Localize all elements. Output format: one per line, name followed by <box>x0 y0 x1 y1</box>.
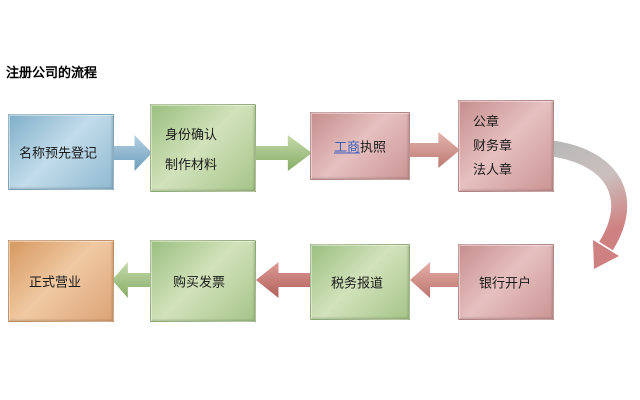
node-label-line2: 财务章 <box>473 139 513 154</box>
arrow-right-salmon <box>408 132 460 168</box>
node-tax-registration: 税务报道 <box>310 244 410 320</box>
gongshang-link[interactable]: 工商 <box>333 140 360 156</box>
node-label-group: 公章 财务章 法人章 <box>459 101 553 183</box>
node-label: 正式营业 <box>29 275 82 291</box>
node-label-line2: 制作材料 <box>165 158 218 173</box>
node-label: 税务报道 <box>331 276 384 292</box>
arrow-right-green <box>254 135 312 171</box>
node-identity-materials: 身份确认 制作材料 <box>150 104 256 192</box>
node-label: 银行开户 <box>479 276 532 292</box>
curve-arrow-gray-pink <box>548 140 628 269</box>
node-label-line1: 身份确认 <box>165 128 218 143</box>
arrow-left-salmon <box>410 262 458 298</box>
node-business-license: 工商执照 <box>310 112 410 180</box>
node-label: 购买发票 <box>173 275 226 291</box>
node-bank-account: 银行开户 <box>458 244 554 320</box>
arrow-right-blue <box>110 135 152 171</box>
node-buy-invoices: 购买发票 <box>150 240 256 322</box>
node-official-opening: 正式营业 <box>8 240 114 322</box>
node-label-line1: 公章 <box>473 115 500 130</box>
node-name-preregistration: 名称预先登记 <box>8 114 114 190</box>
node-label-line3: 法人章 <box>473 163 513 178</box>
page-title: 注册公司的流程 <box>6 66 98 81</box>
node-label-group: 工商执照 <box>311 137 409 156</box>
node-label-group: 身份确认 制作材料 <box>151 105 255 181</box>
node-label-suffix: 执照 <box>360 140 387 156</box>
arrow-left-green <box>112 262 150 298</box>
arrow-left-red <box>256 262 310 298</box>
node-seals: 公章 财务章 法人章 <box>458 100 554 192</box>
node-label: 名称预先登记 <box>19 146 98 162</box>
